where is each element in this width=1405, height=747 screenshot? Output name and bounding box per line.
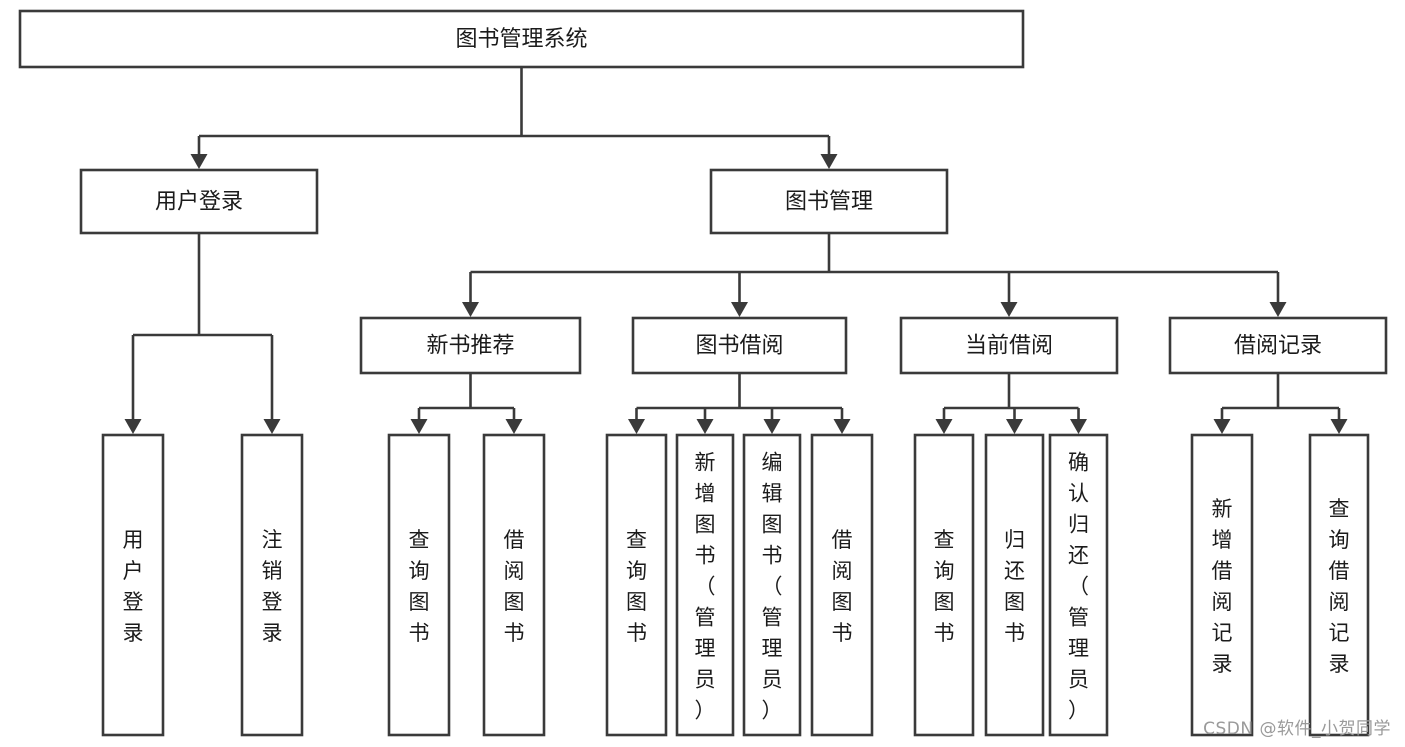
borrow-record-to-leaves-arrow-1 xyxy=(1330,419,1348,434)
node-book-manage[interactable]: 图书管理 xyxy=(709,168,949,235)
node-label-leaf-query-book-2: 查询图书 xyxy=(626,528,647,645)
node-label-user-login: 用户登录 xyxy=(155,190,243,215)
book-borrow-to-leaves-arrow-2 xyxy=(763,419,781,434)
node-label-leaf-return-book: 归还图书 xyxy=(1004,528,1025,645)
node-box-book-borrow xyxy=(631,316,848,375)
node-box-root xyxy=(18,9,1025,69)
node-box-leaf-return-book xyxy=(984,433,1045,737)
current-borrow-to-leaves-arrow-2 xyxy=(1070,419,1087,434)
node-leaf-edit-book[interactable]: 编辑图书（管理员） xyxy=(742,433,802,737)
node-box-leaf-query-record xyxy=(1308,433,1370,737)
node-leaf-borrow-book-1[interactable]: 借阅图书 xyxy=(482,433,546,737)
book-manage-to-level3-arrow-3 xyxy=(1269,302,1287,317)
node-label-leaf-user-login: 用户登录 xyxy=(123,528,144,645)
node-label-borrow-record: 借阅记录 xyxy=(1234,334,1322,359)
book-borrow-to-leaves-arrow-1 xyxy=(696,419,714,434)
node-label-leaf-borrow-book-1: 借阅图书 xyxy=(504,528,525,645)
node-leaf-query-record[interactable]: 查询借阅记录 xyxy=(1308,433,1370,737)
node-leaf-query-book-2[interactable]: 查询图书 xyxy=(605,433,668,737)
node-label-book-borrow: 图书借阅 xyxy=(695,334,783,359)
book-borrow-to-leaves-arrow-3 xyxy=(833,419,851,434)
node-leaf-confirm-return[interactable]: 确认归还（管理员） xyxy=(1048,433,1109,737)
node-leaf-borrow-book-2[interactable]: 借阅图书 xyxy=(810,433,874,737)
node-box-leaf-edit-book xyxy=(742,433,802,737)
book-manage-to-level3-arrow-0 xyxy=(462,302,479,317)
node-label-leaf-add-record: 新增借阅记录 xyxy=(1212,497,1233,676)
book-manage-to-level3-arrow-2 xyxy=(1000,302,1018,317)
node-box-leaf-query-book-2 xyxy=(605,433,668,737)
node-leaf-return-book[interactable]: 归还图书 xyxy=(984,433,1045,737)
connector-lines-group xyxy=(124,67,1348,434)
node-box-borrow-record xyxy=(1168,316,1388,375)
watermark-label: CSDN @软件_小贺同学 xyxy=(1203,719,1391,739)
node-label-root: 图书管理系统 xyxy=(455,27,587,52)
node-leaf-user-logout[interactable]: 注销登录 xyxy=(240,433,304,737)
node-label-leaf-query-record: 查询借阅记录 xyxy=(1329,497,1350,676)
user-login-to-leaves-arrow-0 xyxy=(124,419,142,434)
node-label-leaf-borrow-book-2: 借阅图书 xyxy=(832,528,853,645)
node-user-login[interactable]: 用户登录 xyxy=(79,168,319,235)
node-borrow-record[interactable]: 借阅记录 xyxy=(1168,316,1388,375)
node-label-leaf-query-book-3: 查询图书 xyxy=(934,528,955,645)
user-login-to-leaves-arrow-1 xyxy=(263,419,281,434)
node-box-leaf-borrow-book-1 xyxy=(482,433,546,737)
node-box-leaf-user-logout xyxy=(240,433,304,737)
node-box-current-borrow xyxy=(899,316,1119,375)
current-borrow-to-leaves-arrow-0 xyxy=(935,419,953,434)
node-leaf-add-record[interactable]: 新增借阅记录 xyxy=(1190,433,1254,737)
node-current-borrow[interactable]: 当前借阅 xyxy=(899,316,1119,375)
node-box-leaf-query-book-1 xyxy=(387,433,451,737)
node-label-leaf-query-book-1: 查询图书 xyxy=(409,528,430,645)
new-book-rec-to-leaves-arrow-0 xyxy=(410,419,428,434)
node-label-leaf-add-book: 新增图书（管理员） xyxy=(695,451,716,723)
node-box-leaf-add-record xyxy=(1190,433,1254,737)
node-box-leaf-user-login xyxy=(101,433,165,737)
current-borrow-to-leaves-arrow-1 xyxy=(1006,419,1023,434)
node-box-leaf-borrow-book-2 xyxy=(810,433,874,737)
node-leaf-query-book-1[interactable]: 查询图书 xyxy=(387,433,451,737)
node-label-leaf-edit-book: 编辑图书（管理员） xyxy=(762,451,783,723)
book-borrow-to-leaves-arrow-0 xyxy=(628,419,645,434)
book-manage-to-level3-arrow-1 xyxy=(731,302,748,317)
root-to-level2-arrow-1 xyxy=(820,154,838,169)
node-box-leaf-query-book-3 xyxy=(913,433,975,737)
node-leaf-query-book-3[interactable]: 查询图书 xyxy=(913,433,975,737)
node-label-leaf-confirm-return: 确认归还（管理员） xyxy=(1068,451,1089,723)
borrow-record-to-leaves-arrow-0 xyxy=(1213,419,1231,434)
node-label-book-manage: 图书管理 xyxy=(785,190,873,215)
node-box-new-book-rec xyxy=(359,316,582,375)
node-root[interactable]: 图书管理系统 xyxy=(18,9,1025,69)
node-box-book-manage xyxy=(709,168,949,235)
node-box-leaf-add-book xyxy=(675,433,735,737)
node-label-new-book-rec: 新书推荐 xyxy=(426,334,514,359)
root-to-level2-arrow-0 xyxy=(190,154,208,169)
node-book-borrow[interactable]: 图书借阅 xyxy=(631,316,848,375)
node-boxes-group: 图书管理系统用户登录图书管理新书推荐图书借阅当前借阅借阅记录用户登录注销登录查询… xyxy=(18,9,1388,737)
node-label-leaf-user-logout: 注销登录 xyxy=(262,528,283,645)
node-leaf-user-login[interactable]: 用户登录 xyxy=(101,433,165,737)
node-leaf-add-book[interactable]: 新增图书（管理员） xyxy=(675,433,735,737)
new-book-rec-to-leaves-arrow-1 xyxy=(505,419,523,434)
node-box-leaf-confirm-return xyxy=(1048,433,1109,737)
node-new-book-rec[interactable]: 新书推荐 xyxy=(359,316,582,375)
node-label-current-borrow: 当前借阅 xyxy=(965,334,1053,359)
node-box-user-login xyxy=(79,168,319,235)
